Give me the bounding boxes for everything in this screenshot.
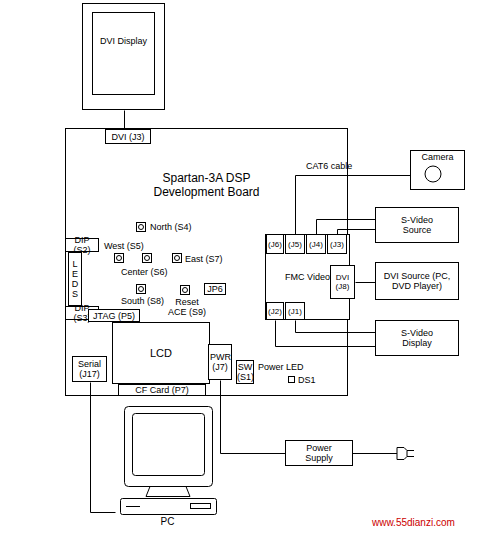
part-label: Reset ACE (S9) xyxy=(166,297,208,317)
camera-lens xyxy=(425,166,441,182)
node-text: Power Supply xyxy=(299,443,339,463)
node-text: (J3) xyxy=(330,240,344,249)
connector-line xyxy=(91,383,116,513)
connector xyxy=(356,282,376,283)
fmc-module: FMC Video (J6) (J5) (J4) (J3) DVI (J8) (J2) (J1… xyxy=(265,234,350,320)
part-label: North (S4) xyxy=(150,222,200,232)
jtag-box: JTAG (P5) xyxy=(88,309,140,322)
led-bank: LEDS xyxy=(68,252,82,306)
node-text: DVI Source (PC, DVD Player) xyxy=(377,271,457,291)
connector-line xyxy=(356,282,376,283)
node-text: (J4) xyxy=(309,240,323,249)
node-text: PWR (J7) xyxy=(210,352,230,372)
node-text: JTAG (P5) xyxy=(93,311,135,321)
node-text: S-Video Source xyxy=(387,215,447,235)
connector-box: DVI (J3) xyxy=(105,129,151,144)
lcd-box: LCD xyxy=(112,322,210,384)
node-text: LCD xyxy=(150,347,172,359)
switch-box: SW (S1) xyxy=(236,360,254,384)
connector-line xyxy=(296,176,411,235)
node-text: FMC Video xyxy=(285,272,330,282)
part-label: East (S7) xyxy=(185,254,230,264)
part-label: South (S8) xyxy=(121,296,171,306)
connector-box: (J3) xyxy=(327,234,347,254)
node-text: DVI (J8) xyxy=(333,273,353,291)
connector xyxy=(124,111,125,130)
node-text: Camera xyxy=(421,152,453,162)
node-text: PC xyxy=(161,516,175,527)
node-text: (J2) xyxy=(268,307,282,316)
part-label: Power LED xyxy=(258,362,308,372)
connector-box: DVI (J8) xyxy=(330,265,355,299)
jumper-box: JP6 xyxy=(204,283,226,295)
node-text: (J5) xyxy=(288,240,302,249)
part-label: West (S5) xyxy=(104,241,149,251)
connector xyxy=(221,381,286,454)
source-box: DVI Source (PC, DVD Player) xyxy=(375,262,459,300)
pc-device: PC xyxy=(115,405,220,527)
connector-box: (J6) xyxy=(266,234,284,254)
node-text: JP6 xyxy=(207,284,223,294)
camera-box: Camera xyxy=(410,150,465,190)
card-slot-box: CF Card (P7) xyxy=(118,384,206,396)
connector-line xyxy=(276,321,376,347)
part-label: Center (S6) xyxy=(121,267,171,277)
node-text: (J6) xyxy=(268,240,282,249)
node-text: DVI Display xyxy=(100,36,147,46)
connector-box: (J1) xyxy=(285,302,305,320)
connector xyxy=(317,220,376,235)
monitor-frame xyxy=(83,4,165,110)
connector xyxy=(296,321,376,333)
node-text: SW (S1) xyxy=(237,362,253,382)
connector xyxy=(276,321,376,347)
connector-line xyxy=(338,230,376,235)
watermark: www.55dianzi.com xyxy=(372,518,482,528)
connector xyxy=(296,176,411,235)
node-text: LEDS xyxy=(72,259,79,299)
connector-box: (J5) xyxy=(285,234,305,254)
node-text: Spartan-3A DSP Development Board xyxy=(132,171,282,199)
led-symbol xyxy=(289,377,295,383)
connector-line xyxy=(296,321,376,333)
source-box: S-Video Source xyxy=(375,207,459,243)
connector-box: PWR (J7) xyxy=(208,344,232,380)
monitor-screen xyxy=(93,13,155,95)
node-text: DVI (J3) xyxy=(111,132,144,142)
connector-box: (J2) xyxy=(266,302,284,320)
connector-box: Serial (J17) xyxy=(72,356,107,382)
connector-line xyxy=(317,220,376,235)
part-label: DS1 xyxy=(298,375,323,385)
connector-box: (J4) xyxy=(306,234,326,254)
power-supply-box: Power Supply xyxy=(285,440,353,466)
connector xyxy=(91,383,116,513)
edge-label: CAT6 cable xyxy=(306,161,356,171)
node-text: Serial (J17) xyxy=(75,359,105,379)
dip-switch-box: DIP (S2) xyxy=(65,238,99,252)
pc-illustration xyxy=(121,407,217,515)
node-text: CF Card (P7) xyxy=(135,385,189,395)
node-text: (J1) xyxy=(288,307,302,316)
connector xyxy=(338,230,376,235)
connector-line xyxy=(221,381,286,454)
display-device: DVI Display xyxy=(82,3,165,110)
display-box: S-Video Display xyxy=(375,320,459,356)
plug-symbol xyxy=(353,448,414,460)
node-text: S-Video Display xyxy=(387,328,447,348)
push-buttons xyxy=(115,223,190,295)
connector-line xyxy=(124,111,125,130)
